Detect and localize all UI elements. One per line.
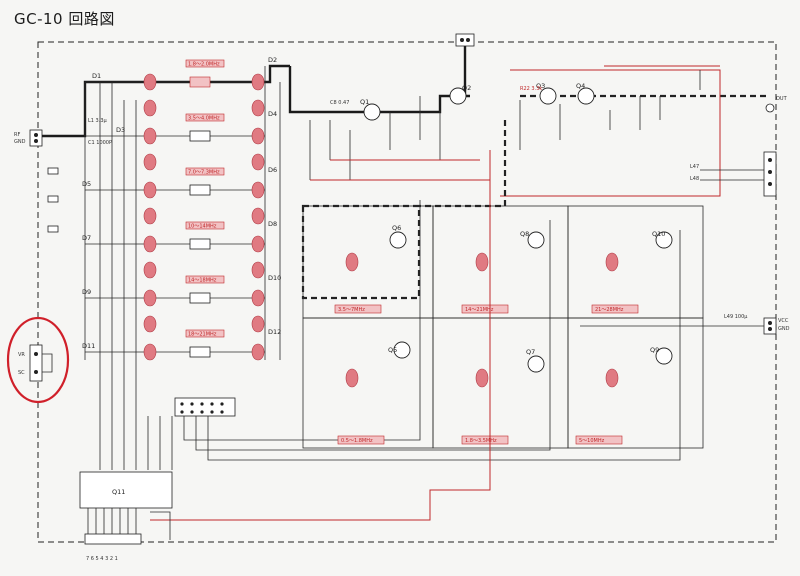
transistor-q7 [527,355,545,373]
diode-d12: D12 [268,328,281,336]
q9-label: Q9 [650,346,659,354]
diode-d10: D10 [268,274,281,282]
pin-row: 7 6 5 4 3 2 1 [86,556,118,562]
q3-label: Q3 [536,82,545,90]
red-feedback-line [150,150,491,521]
osc-label-5: 1.8～3.5MHz [465,438,497,444]
transistor-q4 [577,87,595,105]
filter-row-5: D9 D10 [82,274,281,307]
band-label-1: 1.8～2.0MHz [188,62,220,68]
filter-row-1: D1 D2 [85,56,277,91]
control-bus [99,200,681,470]
diode-d5: D5 [82,180,91,188]
diode-d3: D3 [116,126,125,134]
band-label-4: 10～14MHz [188,224,217,230]
q8-label: Q8 [520,230,529,238]
l47-label: L47 [690,164,699,170]
band-label-3: 7.0～7.3MHz [188,170,220,176]
power-connector: L47 L48 [690,151,777,197]
transistor-q9 [655,347,673,365]
band-label-2: 3.5～4.0MHz [188,116,220,122]
switch-label-vr: VR [18,352,25,358]
osc-grid [302,205,704,449]
coil-blob [143,73,157,91]
transistor-q2 [449,87,467,105]
osc-label-2: 14～21MHz [465,307,494,313]
l49-label: L49 100μ [724,314,748,320]
board-outline [37,41,777,543]
transistor-q3 [539,87,557,105]
top-connector [455,33,475,47]
transistor-q5 [393,341,411,359]
q11-ic: Q11 7 6 5 4 3 2 1 [79,471,173,562]
diode-d4: D4 [268,110,277,118]
transistor-q8 [527,231,545,249]
vcc-connector: VCC GND L49 100μ [580,314,790,335]
osc-label-3: 21～28MHz [595,307,624,313]
band-label-5: 14～18MHz [188,278,217,284]
q6-label: Q6 [392,224,401,232]
diode-d8: D8 [268,220,277,228]
transistor-q1 [363,103,381,121]
signal-path-input [42,64,290,138]
diode-d6: D6 [268,166,277,174]
q4-label: Q4 [576,82,585,90]
osc-label-4: 0.5～1.8MHz [341,438,373,444]
osc-freq-labels: 3.5～7MHz 14～21MHz 21～28MHz 0.5～1.8MHz 1.… [334,304,639,445]
filter-row-2: D3 D4 L1 3.3μ C1 1000P [85,110,277,146]
q7-label: Q7 [526,348,535,356]
band-switch-header [174,397,236,417]
filter-band-labels: 1.8～2.0MHz 3.5～4.0MHz 7.0～7.3MHz 10～14MH… [185,59,225,338]
c1-label: C1 1000P [88,140,112,146]
filter-row-3: D5 D6 [82,166,277,199]
diode-d1: D1 [92,72,101,80]
vcc-gnd-label: GND [778,326,790,332]
amp-stage: Q1 Q2 C8 0.47 [309,84,491,181]
page-title: GC-10 回路図 [14,10,115,28]
out-label: OUT [776,96,788,102]
output-connector: OUT [765,96,788,113]
osc-label-1: 3.5～7MHz [338,307,365,313]
highlight-circle [6,316,70,404]
filter-row-4: D7 D8 [82,220,277,253]
switch-label-sc: SC [18,370,25,376]
diode-d11: D11 [82,342,95,350]
q11-label: Q11 [112,488,125,496]
filter-row-6: D11 D12 [82,328,281,361]
diode-d2: D2 [268,56,277,64]
osc-block-highlight [301,204,421,300]
filter-bank: D1 D2 D3 D4 L1 3.3μ C1 1000P D5 D6 D7 [47,56,281,460]
diode-d7: D7 [82,234,91,242]
buffer-stage: Q3 Q4 R22 3.3k [500,65,721,197]
l1-label: L1 3.3μ [88,118,108,124]
power-switch: VR SC [18,344,53,382]
gnd-label: GND [14,139,26,145]
rf-input-connector: RF GND [14,129,43,147]
q10-label: Q10 [652,230,665,238]
q2-label: Q2 [462,84,471,92]
c047-label: C8 0.47 [330,100,349,106]
diode-d9: D9 [82,288,91,296]
vcc-label: VCC [778,318,789,324]
rf-label: RF [14,132,20,138]
osc-coils [345,252,619,388]
q5-label: Q5 [388,346,397,354]
signal-path-filter-out [288,66,360,114]
transistor-q6 [389,231,407,249]
osc-transistors: Q6 Q8 Q10 Q5 Q7 Q9 [388,224,673,373]
band-label-6: 18～21MHz [188,332,217,338]
osc-label-6: 5～10MHz [579,438,605,444]
l48-label: L48 [690,176,699,182]
r22-label: R22 3.3k [520,86,542,92]
transistor-q10 [655,231,673,249]
q1-label: Q1 [360,98,369,106]
